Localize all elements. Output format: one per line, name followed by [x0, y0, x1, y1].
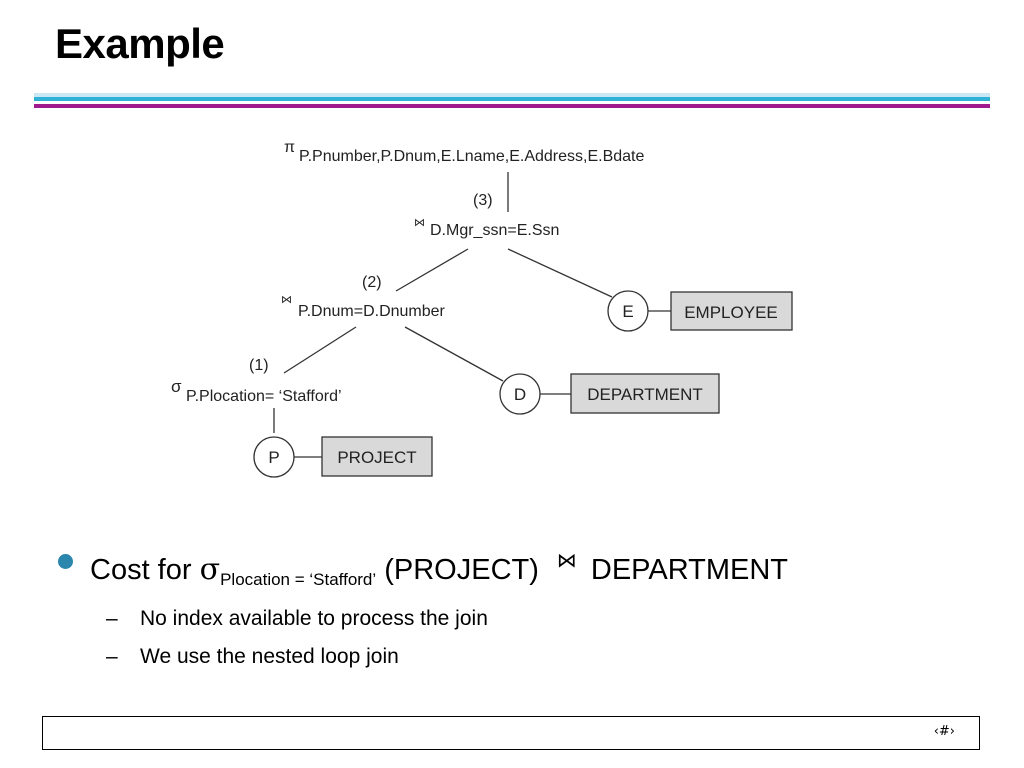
- step-1-label: (1): [249, 357, 269, 374]
- step-3-label: (3): [473, 192, 493, 209]
- sub-bullet-1-text: No index available to process the join: [140, 607, 488, 630]
- edge-join2-select: [283, 326, 357, 374]
- sub-bullet-2-text: We use the nested loop join: [140, 645, 399, 668]
- slide-footer: ‹#›: [42, 716, 980, 750]
- main-bullet-subscript: Plocation = ‘Stafford’: [220, 570, 377, 589]
- edge-join3-join2: [395, 248, 469, 292]
- bullet-list: Cost for σPlocation = ‘Stafford’ (PROJEC…: [58, 540, 998, 676]
- slide-title: Example: [55, 20, 225, 67]
- node-d: [499, 373, 541, 415]
- sub-bullet-2: – We use the nested loop join: [58, 638, 998, 676]
- relation-project-label: PROJECT: [337, 448, 416, 467]
- main-bullet-suffix: DEPARTMENT: [590, 554, 788, 586]
- main-bullet: Cost for σPlocation = ‘Stafford’ (PROJEC…: [58, 540, 998, 600]
- step-2-label: (2): [362, 274, 382, 291]
- node-p: [253, 436, 295, 478]
- main-bullet-sigma: σ: [199, 552, 221, 587]
- relation-department-box: [570, 373, 720, 414]
- sub-bullet-1: – No index available to process the join: [58, 600, 998, 638]
- node-p-label: P: [268, 448, 279, 467]
- main-bullet-prefix: Cost for: [90, 554, 200, 586]
- edge-join2-d: [404, 326, 504, 382]
- sigma-symbol: σ: [171, 377, 182, 396]
- title-rule-light: [34, 93, 990, 97]
- node-e-label: E: [622, 302, 633, 321]
- join2-condition: P.Dnum=D.Dnumber: [298, 303, 446, 320]
- projection-attributes: P.Pnumber,P.Dnum,E.Lname,E.Address,E.Bda…: [299, 148, 644, 165]
- title-rule-gap: [34, 101, 990, 104]
- bullet-dot-icon: [58, 554, 73, 569]
- sub-bullet-dash: –: [106, 645, 118, 668]
- relation-employee-box: [670, 291, 793, 331]
- node-e: [607, 290, 649, 332]
- page-number: ‹#›: [933, 724, 955, 739]
- join3-condition: D.Mgr_ssn=E.Ssn: [430, 222, 559, 239]
- relation-employee-label: EMPLOYEE: [684, 303, 778, 322]
- title-rule-magenta: [34, 104, 990, 108]
- sub-bullet-dash: –: [106, 607, 118, 630]
- relation-department-label: DEPARTMENT: [587, 385, 703, 404]
- relation-project-box: [321, 436, 433, 477]
- edge-join3-e: [507, 248, 613, 298]
- join-bowtie-icon: ⋈: [556, 548, 577, 572]
- pi-symbol: π: [284, 139, 295, 156]
- title-rule-cyan: [34, 97, 990, 101]
- join2-bowtie-icon: ⋈: [281, 294, 292, 306]
- join3-bowtie-icon: ⋈: [414, 217, 425, 229]
- main-bullet-middle: (PROJECT): [376, 554, 539, 586]
- node-d-label: D: [514, 385, 526, 404]
- selection-condition: P.Plocation= ‘Stafford’: [186, 388, 342, 405]
- tree-edges: [273, 172, 671, 458]
